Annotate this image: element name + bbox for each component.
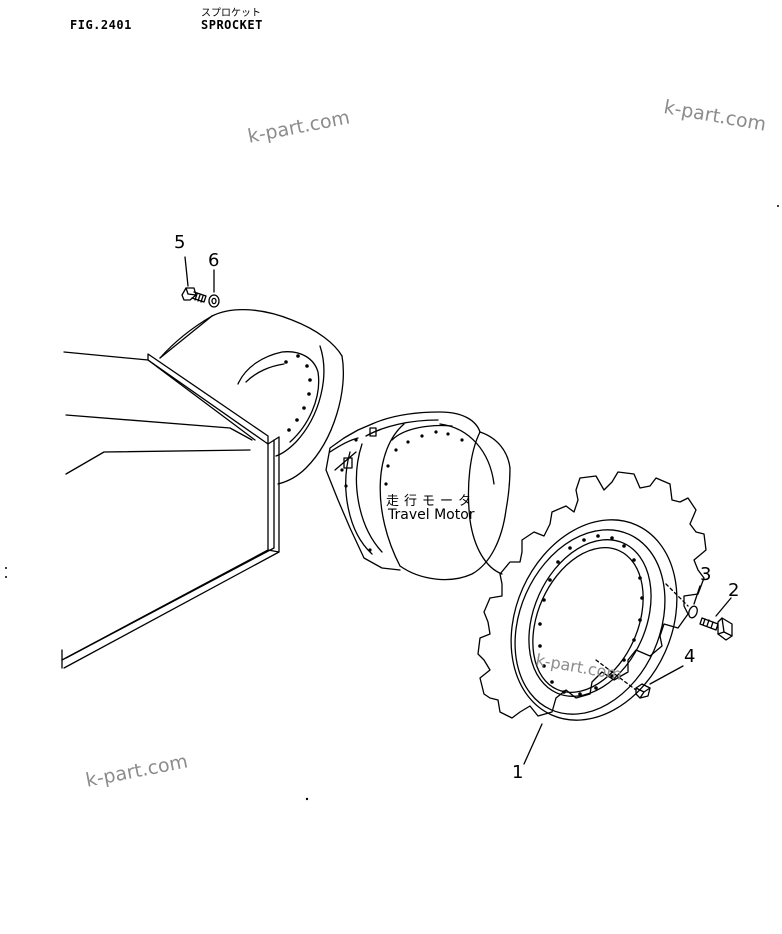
scan-specks — [5, 205, 779, 801]
bolt-2 — [699, 617, 733, 641]
travel-motor-label: Travel Motor — [388, 507, 475, 523]
callout-6: 6 — [208, 250, 220, 271]
washer-6 — [208, 294, 220, 308]
callout-2: 2 — [728, 580, 740, 601]
leader-1 — [523, 723, 543, 765]
callout-5: 5 — [174, 232, 186, 253]
figure-number: FIG.2401 — [70, 18, 132, 32]
bolt-4 — [635, 683, 651, 699]
figure-title: SPROCKET — [201, 18, 263, 32]
bolt-axis-2 — [665, 583, 689, 607]
callout-3: 3 — [700, 564, 712, 585]
callout-1: 1 — [512, 762, 524, 783]
travel-motor-label-jp: 走行モータ — [386, 494, 477, 509]
leader-2 — [715, 597, 732, 617]
travel-motor — [325, 411, 511, 581]
track-frame — [61, 308, 345, 669]
bolt-5 — [181, 287, 207, 303]
callout-4: 4 — [684, 646, 696, 667]
sprocket — [477, 471, 707, 721]
figure-title-jp: スプロケット — [201, 8, 261, 19]
leader-5 — [184, 256, 189, 287]
leader-4 — [649, 665, 684, 685]
bolt-axis-4 — [595, 659, 637, 691]
leader-3 — [693, 585, 701, 605]
washer-3 — [688, 605, 698, 619]
